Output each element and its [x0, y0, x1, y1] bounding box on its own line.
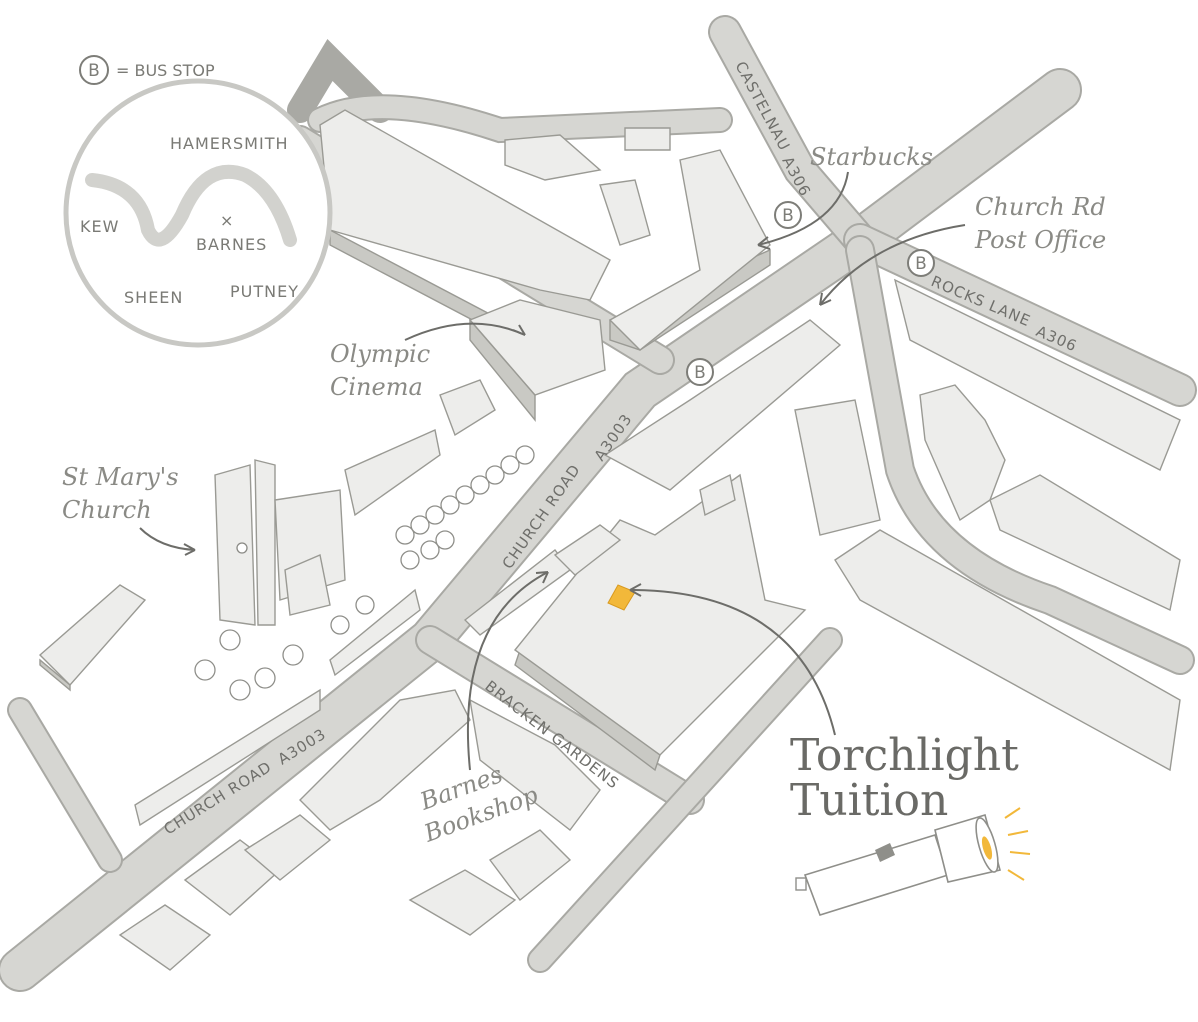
bus-stop-castelnau[interactable]: B — [774, 201, 802, 229]
label-starbucks: Starbucks — [810, 143, 933, 171]
inset-label-sheen: SHEEN — [124, 288, 183, 307]
legend-bus-stop-icon: B — [79, 55, 109, 85]
bus-stop-rocks-lane[interactable]: B — [907, 249, 935, 277]
svg-text:B: B — [915, 254, 927, 274]
svg-text:B: B — [88, 61, 100, 81]
trees — [194, 445, 535, 701]
svg-text:B: B — [782, 206, 794, 226]
inset-label-hammersmith: HAMERSMITH — [170, 134, 289, 153]
bus-stop-church-road[interactable]: B — [686, 358, 714, 386]
pointer-arrows — [139, 171, 966, 771]
bus-stop-legend: B = BUS STOP — [79, 55, 215, 85]
label-post-office-line2: Post Office — [974, 226, 1106, 254]
inset-label-putney: PUTNEY — [230, 282, 299, 301]
brand-line1: Torchlight — [790, 730, 1019, 781]
label-cinema-line2: Cinema — [330, 373, 423, 401]
label-post-office-line1: Church Rd — [975, 193, 1106, 221]
brand-line2: Tuition — [790, 775, 948, 826]
inset-label-barnes: BARNES — [196, 235, 267, 254]
inset-map: HAMERSMITH KEW × BARNES SHEEN PUTNEY — [63, 78, 333, 348]
label-cinema-line1: Olympic — [330, 340, 430, 368]
label-church-line1: St Mary's — [62, 463, 179, 491]
label-church-line2: Church — [62, 496, 152, 524]
torch-icon — [795, 807, 1031, 916]
svg-text:B: B — [694, 363, 706, 383]
inset-label-kew: KEW — [80, 217, 119, 236]
legend-text: = BUS STOP — [116, 61, 215, 80]
inset-barnes-marker: × — [220, 211, 234, 230]
